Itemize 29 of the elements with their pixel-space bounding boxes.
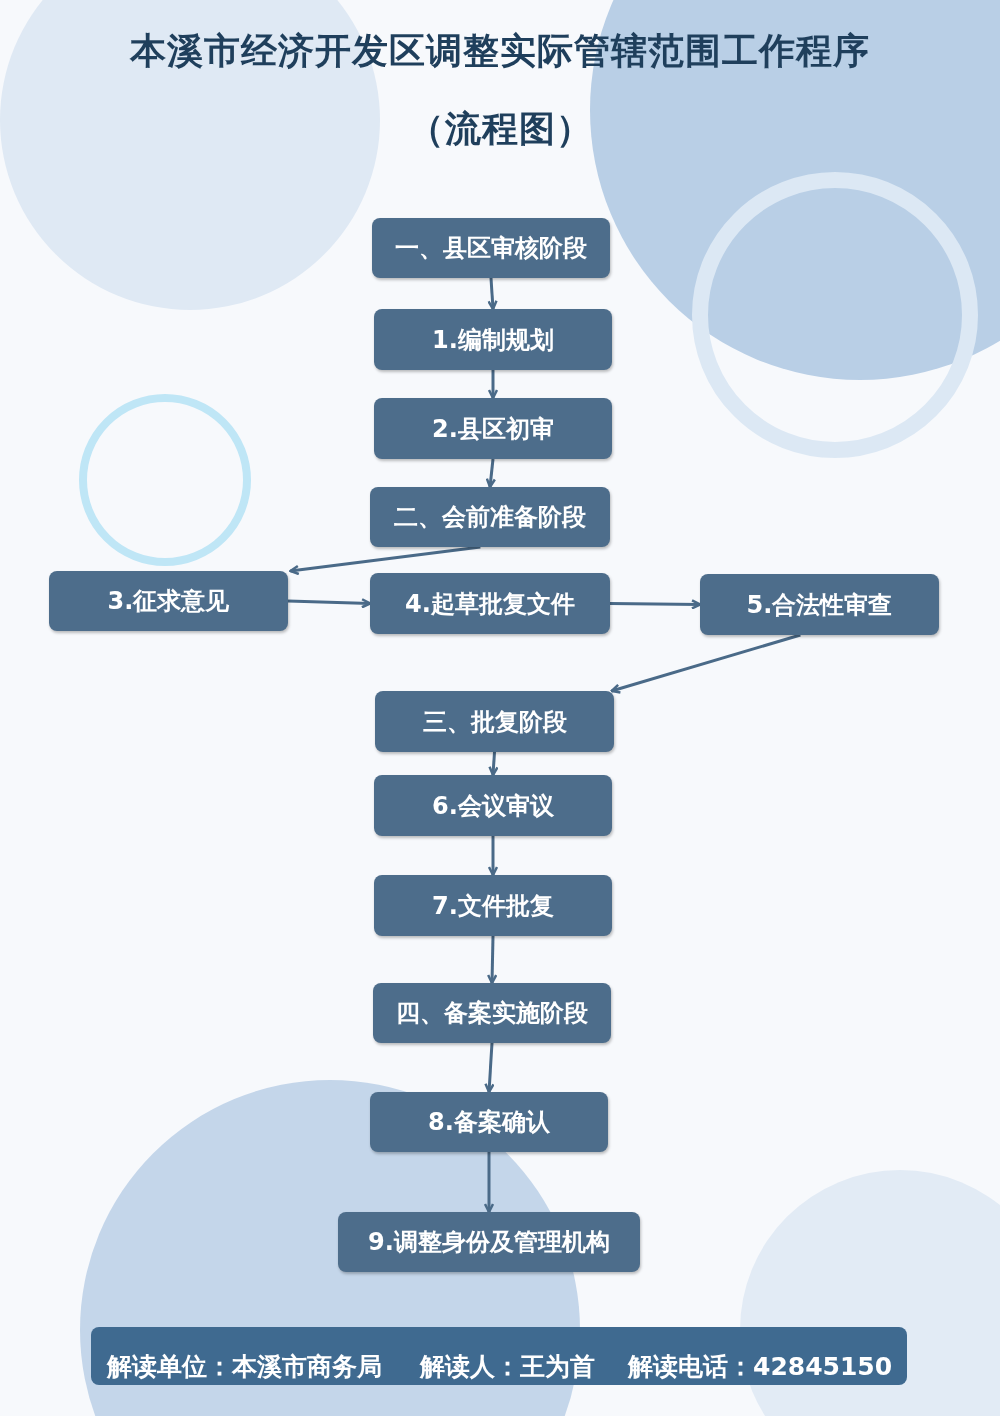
arrow: [610, 599, 702, 610]
process-box: 7.文件批复: [374, 875, 612, 936]
arrow: [610, 633, 801, 694]
arrow: [484, 1042, 495, 1094]
process-box: 3.征求意见: [49, 571, 288, 631]
arrow: [287, 598, 372, 609]
process-box: 2.县区初审: [374, 398, 612, 459]
info-text: 解读电话：42845150: [628, 1351, 893, 1383]
process-box: 5.合法性审查: [700, 574, 939, 635]
process-box: 二、会前准备阶段: [370, 487, 610, 547]
process-box: 四、备案实施阶段: [373, 983, 611, 1043]
info-text: 解读人：王为首: [420, 1351, 595, 1383]
arrow: [488, 751, 499, 777]
arrow: [487, 277, 498, 311]
process-box: 4.起草批复文件: [370, 573, 610, 634]
process-box: 9.调整身份及管理机构: [338, 1212, 640, 1272]
info-text: 解读单位：本溪市商务局: [107, 1351, 382, 1383]
arrow: [289, 545, 481, 576]
arrow: [487, 370, 499, 400]
process-box: 8.备案确认: [370, 1092, 608, 1152]
arrow: [485, 458, 497, 489]
process-box: 1.编制规划: [374, 309, 612, 370]
process-box: 6.会议审议: [374, 775, 612, 836]
arrow: [487, 836, 499, 877]
process-box: 一、县区审核阶段: [372, 218, 610, 278]
process-box: 三、批复阶段: [375, 691, 614, 752]
arrow: [486, 935, 498, 985]
arrow: [483, 1152, 495, 1214]
title: 本溪市经济开发区调整实际管辖范围工作程序（流程图）: [128, 29, 871, 151]
